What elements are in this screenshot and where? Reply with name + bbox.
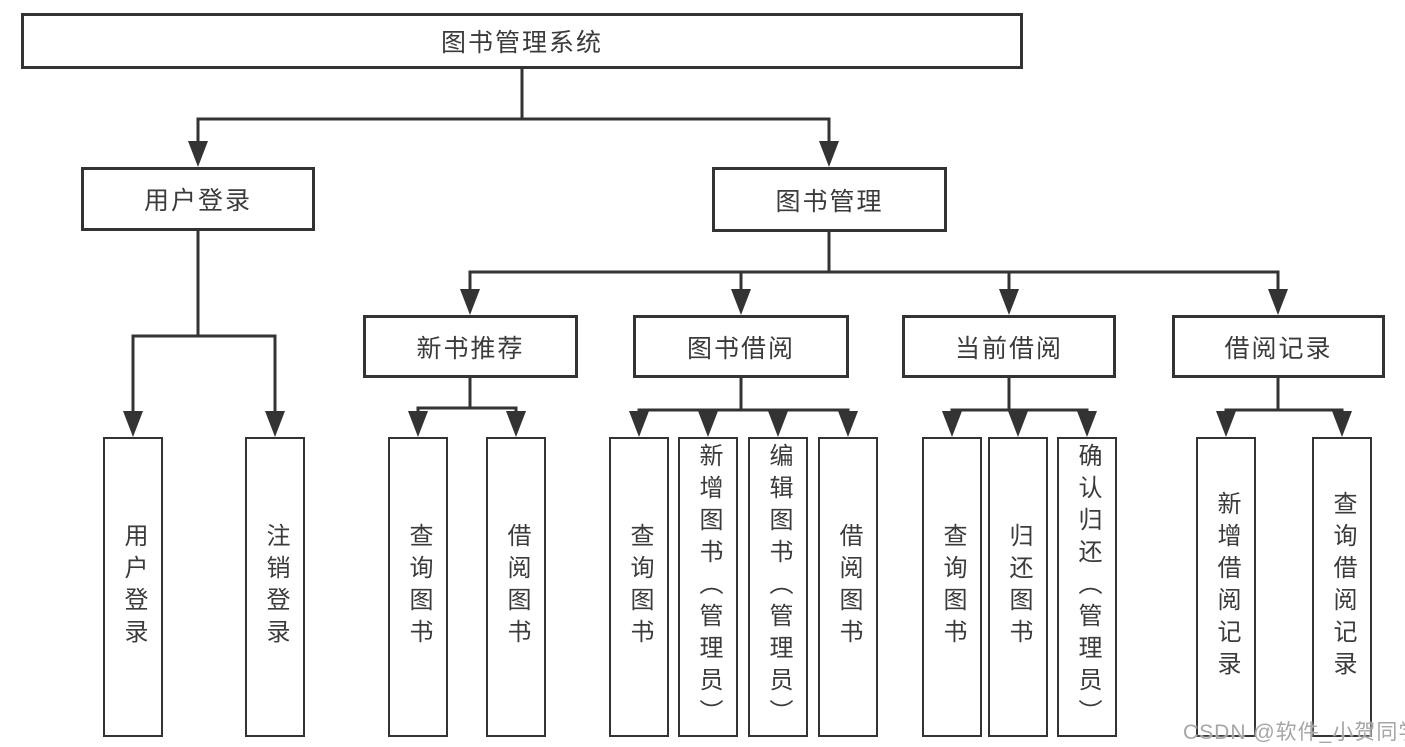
leaf-label: 借阅图书 [503,523,530,651]
leaf-query-books-recommend: 查询图书 [388,437,448,737]
csdn-watermark: CSDN @软件_小贺同学 [1183,721,1405,744]
arrowhead [123,411,143,437]
arrowhead [1008,411,1028,437]
arrowhead [265,411,285,437]
arrowhead [731,289,751,315]
node-book-management: 图书管理 [712,167,947,232]
leaf-label: 编辑图书（管理员） [765,443,792,731]
leaf-add-books-admin: 新增图书（管理员） [678,437,738,737]
leaf-user-login: 用户登录 [103,437,163,737]
arrowhead [819,141,839,167]
arrowhead [629,411,649,437]
leaf-label: 查询借阅记录 [1329,491,1356,683]
leaf-borrow-books-recommend: 借阅图书 [486,437,546,737]
arrowhead [1077,411,1097,437]
arrowhead [698,411,718,437]
arrowhead [408,411,428,437]
leaf-label: 查询图书 [626,523,653,651]
edge-current-to-leaves [950,376,1089,418]
leaf-return-books: 归还图书 [988,437,1048,737]
node-library-management-system: 图书管理系统 [21,13,1023,69]
node-book-borrow: 图书借阅 [633,315,849,378]
arrowhead [506,411,526,437]
leaf-borrow-books: 借阅图书 [818,437,878,737]
node-new-book-recommend: 新书推荐 [363,315,578,378]
leaf-confirm-return-admin: 确认归还（管理员） [1057,437,1117,737]
leaf-add-borrow-record: 新增借阅记录 [1196,437,1256,737]
arrowhead [1216,411,1236,437]
arrowheads [123,141,1352,437]
leaf-label: 注销登录 [262,523,289,651]
leaf-label: 归还图书 [1005,523,1032,651]
edge-records-to-leaves [1224,376,1344,418]
edge-bookmgmt-to-level3 [468,230,1280,296]
leaf-query-books-borrow: 查询图书 [609,437,669,737]
leaf-label: 确认归还（管理员） [1074,443,1101,731]
arrowhead [1268,289,1288,315]
leaf-label: 用户登录 [120,523,147,651]
node-borrow-records: 借阅记录 [1172,315,1385,378]
edge-recommend-to-leaves [416,376,518,418]
leaf-query-books-current: 查询图书 [922,437,982,737]
edge-userlogin-to-leaves [131,229,277,418]
arrowhead [838,411,858,437]
edge-borrow-to-leaves [637,376,850,418]
leaf-label: 新增图书（管理员） [695,443,722,731]
leaf-query-borrow-record: 查询借阅记录 [1312,437,1372,737]
node-user-login: 用户登录 [81,167,315,231]
leaf-label: 查询图书 [939,523,966,651]
leaf-label: 新增借阅记录 [1213,491,1240,683]
arrowhead [460,289,480,315]
leaf-edit-books-admin: 编辑图书（管理员） [748,437,808,737]
leaf-label: 借阅图书 [835,523,862,651]
node-current-borrow: 当前借阅 [902,315,1116,378]
arrowhead [999,289,1019,315]
leaf-logout: 注销登录 [245,437,305,737]
arrowhead [188,141,208,167]
arrowhead [768,411,788,437]
arrowhead [942,411,962,437]
arrowhead [1332,411,1352,437]
leaf-label: 查询图书 [405,523,432,651]
edge-root-to-level2 [196,67,831,148]
